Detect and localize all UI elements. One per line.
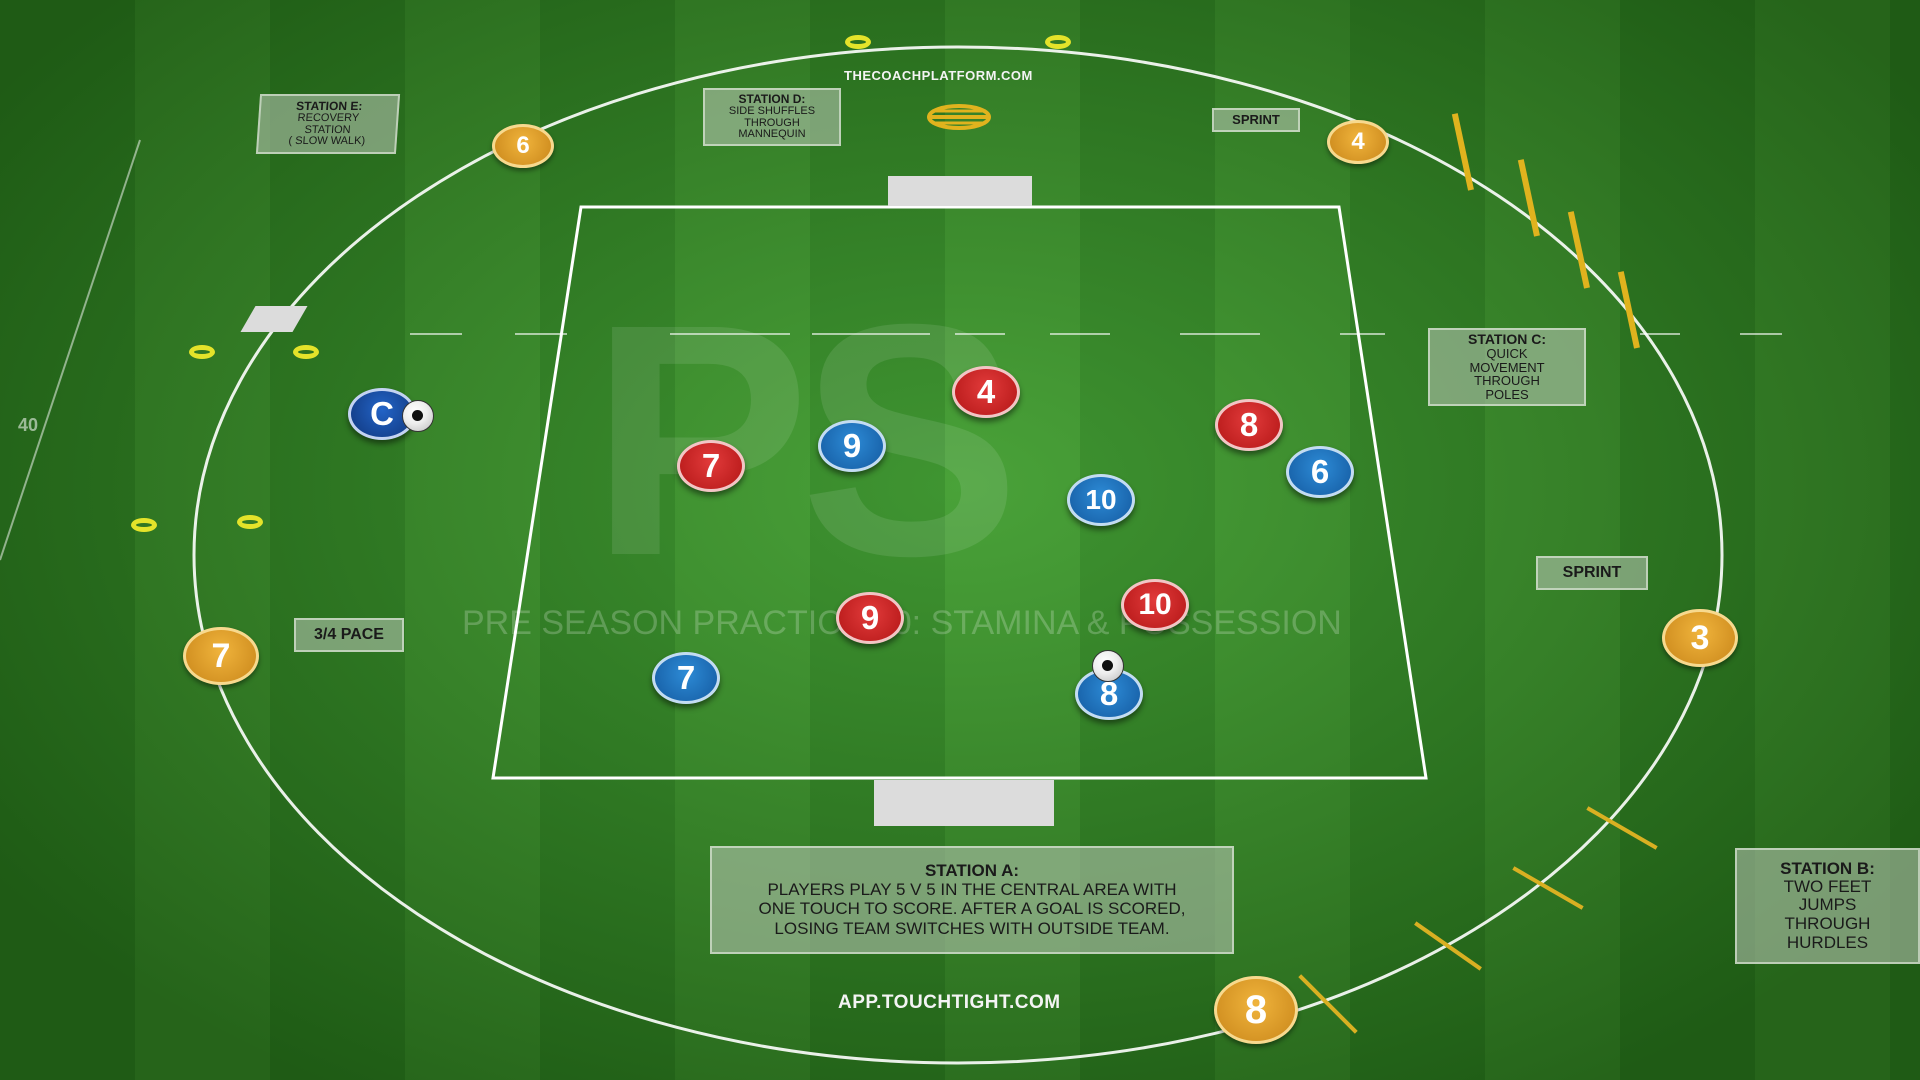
station-d-line: SIDE SHUFFLES [728,104,816,117]
cone [237,515,263,529]
station-e-line: RECOVERY [297,111,360,124]
station-a-line: PLAYERS PLAY 5 V 5 IN THE CENTRAL AREA W… [767,879,1177,899]
circuit-marker-8: 8 [1214,976,1298,1044]
ball-center [1092,650,1124,682]
station-c-box: STATION C: QUICK MOVEMENT THROUGH POLES [1428,328,1586,406]
circuit-marker-6: 6 [492,124,554,168]
red-player-7: 7 [677,440,745,492]
cone [189,345,215,359]
watermark-title: PRE SEASON PRACTICE 10: STAMINA & POSSES… [462,604,1342,642]
station-d-title: STATION D: [738,92,806,107]
blue-player-9: 9 [818,420,886,472]
central-area [491,205,1428,780]
distance-marker: 40 [18,415,39,435]
goal-top [888,176,1032,206]
cone [131,518,157,532]
blue-player-7: 7 [652,652,720,704]
circuit-ring [192,45,1724,1065]
station-d-line: MANNEQUIN [738,128,806,141]
watermark-logo: PS [590,255,1020,624]
station-a-title: STATION A: [924,860,1020,880]
station-c-line: POLES [1485,386,1529,402]
mannequin [927,104,991,130]
station-b-box: STATION B: TWO FEET JUMPS THROUGH HURDLE… [1735,848,1920,964]
red-player-4: 4 [952,366,1020,418]
circuit-marker-3: 3 [1662,609,1738,667]
ball-coach [402,400,434,432]
station-b-line: HURDLES [1786,932,1869,952]
station-e-box: STATION E: RECOVERY STATION ( SLOW WALK) [255,94,401,154]
sprint-label-right: SPRINT [1536,556,1648,590]
cone [293,345,319,359]
station-b-title: STATION B: [1780,858,1875,878]
cone [1045,35,1071,49]
station-d-box: STATION D: SIDE SHUFFLES THROUGH MANNEQU… [703,88,841,146]
site-top: THECOACHPLATFORM.COM [844,68,1033,83]
station-c-title: STATION C: [1467,331,1547,348]
circuit-marker-4: 4 [1327,120,1389,164]
cone [845,35,871,49]
station-c-line: THROUGH [1474,373,1540,389]
station-b-line: THROUGH [1784,913,1871,933]
station-a-box: STATION A: PLAYERS PLAY 5 V 5 IN THE CEN… [710,846,1234,954]
station-a-line: ONE TOUCH TO SCORE. AFTER A GOAL IS SCOR… [758,899,1186,919]
station-c-line: QUICK [1486,346,1528,362]
site-bottom: APP.TOUCHTIGHT.COM [838,992,1061,1013]
blue-player-10: 10 [1067,474,1135,526]
sprint-label-top: SPRINT [1212,108,1300,132]
station-b-line: TWO FEET [1783,876,1872,896]
station-b-line: JUMPS [1798,895,1857,915]
station-d-line: THROUGH [744,116,800,129]
circuit-marker-7: 7 [183,627,259,685]
station-e-line: ( SLOW WALK) [288,135,366,148]
blue-player-6: 6 [1286,446,1354,498]
station-c-line: MOVEMENT [1469,359,1545,375]
station-a-line: LOSING TEAM SWITCHES WITH OUTSIDE TEAM. [774,918,1170,938]
red-player-8: 8 [1215,399,1283,451]
goal-bottom [874,780,1054,826]
side-marker-line [0,139,141,561]
red-player-10: 10 [1121,579,1189,631]
red-player-9: 9 [836,592,904,644]
pace-label-three-quarter: 3/4 PACE [294,618,404,652]
